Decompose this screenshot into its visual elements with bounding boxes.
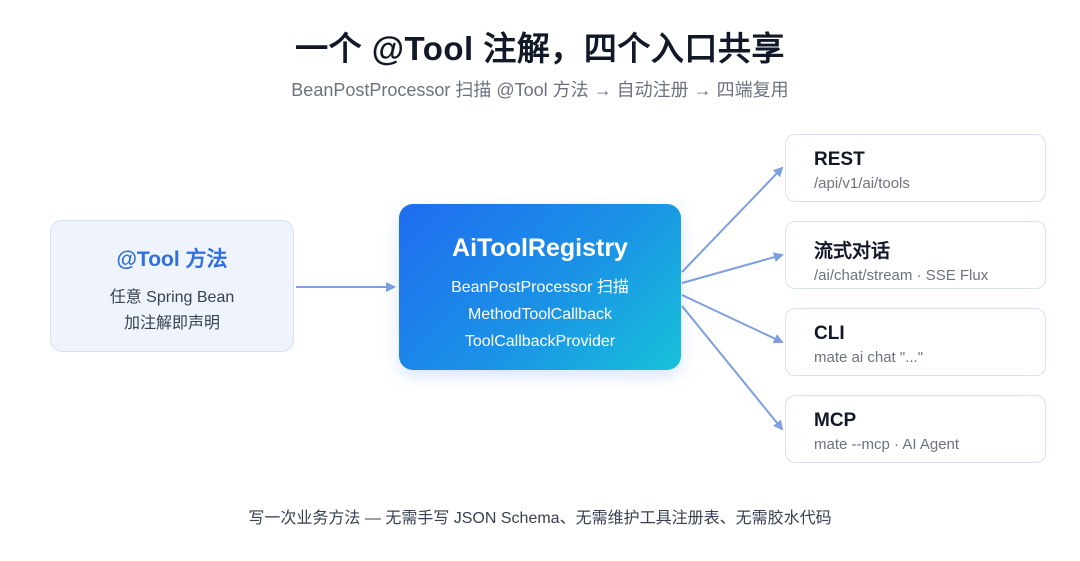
target-cli: CLI mate ai chat "..." — [785, 308, 1046, 376]
target-name: MCP — [814, 410, 857, 431]
target-stream-chat: 流式对话 /ai/chat/stream · SSE Flux — [785, 221, 1046, 289]
target-name: 流式对话 — [814, 241, 891, 262]
arrow-registry-to-cli — [681, 294, 784, 344]
tool-method-box: @Tool 方法 任意 Spring Bean 加注解即声明 — [50, 220, 294, 352]
target-name: CLI — [814, 323, 845, 344]
tool-method-title: @Tool 方法 — [116, 248, 228, 271]
registry-title: AiToolRegistry — [452, 234, 628, 262]
target-detail: mate --mcp · AI Agent — [814, 436, 960, 453]
tool-method-line: 加注解即声明 — [123, 315, 220, 332]
target-rest: REST /api/v1/ai/tools — [785, 134, 1046, 202]
arrow-registry-to-stream — [681, 252, 784, 284]
page-title: 一个 @Tool 注解，四个入口共享 — [295, 30, 785, 67]
target-name: REST — [814, 149, 865, 170]
arrow-registry-to-rest — [681, 166, 784, 273]
arrow-registry-to-mcp — [681, 305, 784, 431]
target-detail: /api/v1/ai/tools — [814, 175, 910, 192]
registry-line: BeanPostProcessor 扫描 — [451, 279, 629, 296]
page-subtitle: BeanPostProcessor 扫描 @Tool 方法 → 自动注册 → 四… — [291, 80, 789, 100]
target-mcp: MCP mate --mcp · AI Agent — [785, 395, 1046, 463]
registry-box: AiToolRegistry BeanPostProcessor 扫描 Meth… — [399, 204, 681, 370]
tool-method-line: 任意 Spring Bean — [109, 289, 235, 306]
target-detail: mate ai chat "..." — [814, 349, 924, 366]
target-detail: /ai/chat/stream · SSE Flux — [814, 267, 989, 284]
footer-note: 写一次业务方法 — 无需手写 JSON Schema、无需维护工具注册表、无需胶… — [248, 510, 832, 527]
registry-line: MethodToolCallback — [467, 306, 613, 323]
registry-line: ToolCallbackProvider — [464, 333, 616, 350]
